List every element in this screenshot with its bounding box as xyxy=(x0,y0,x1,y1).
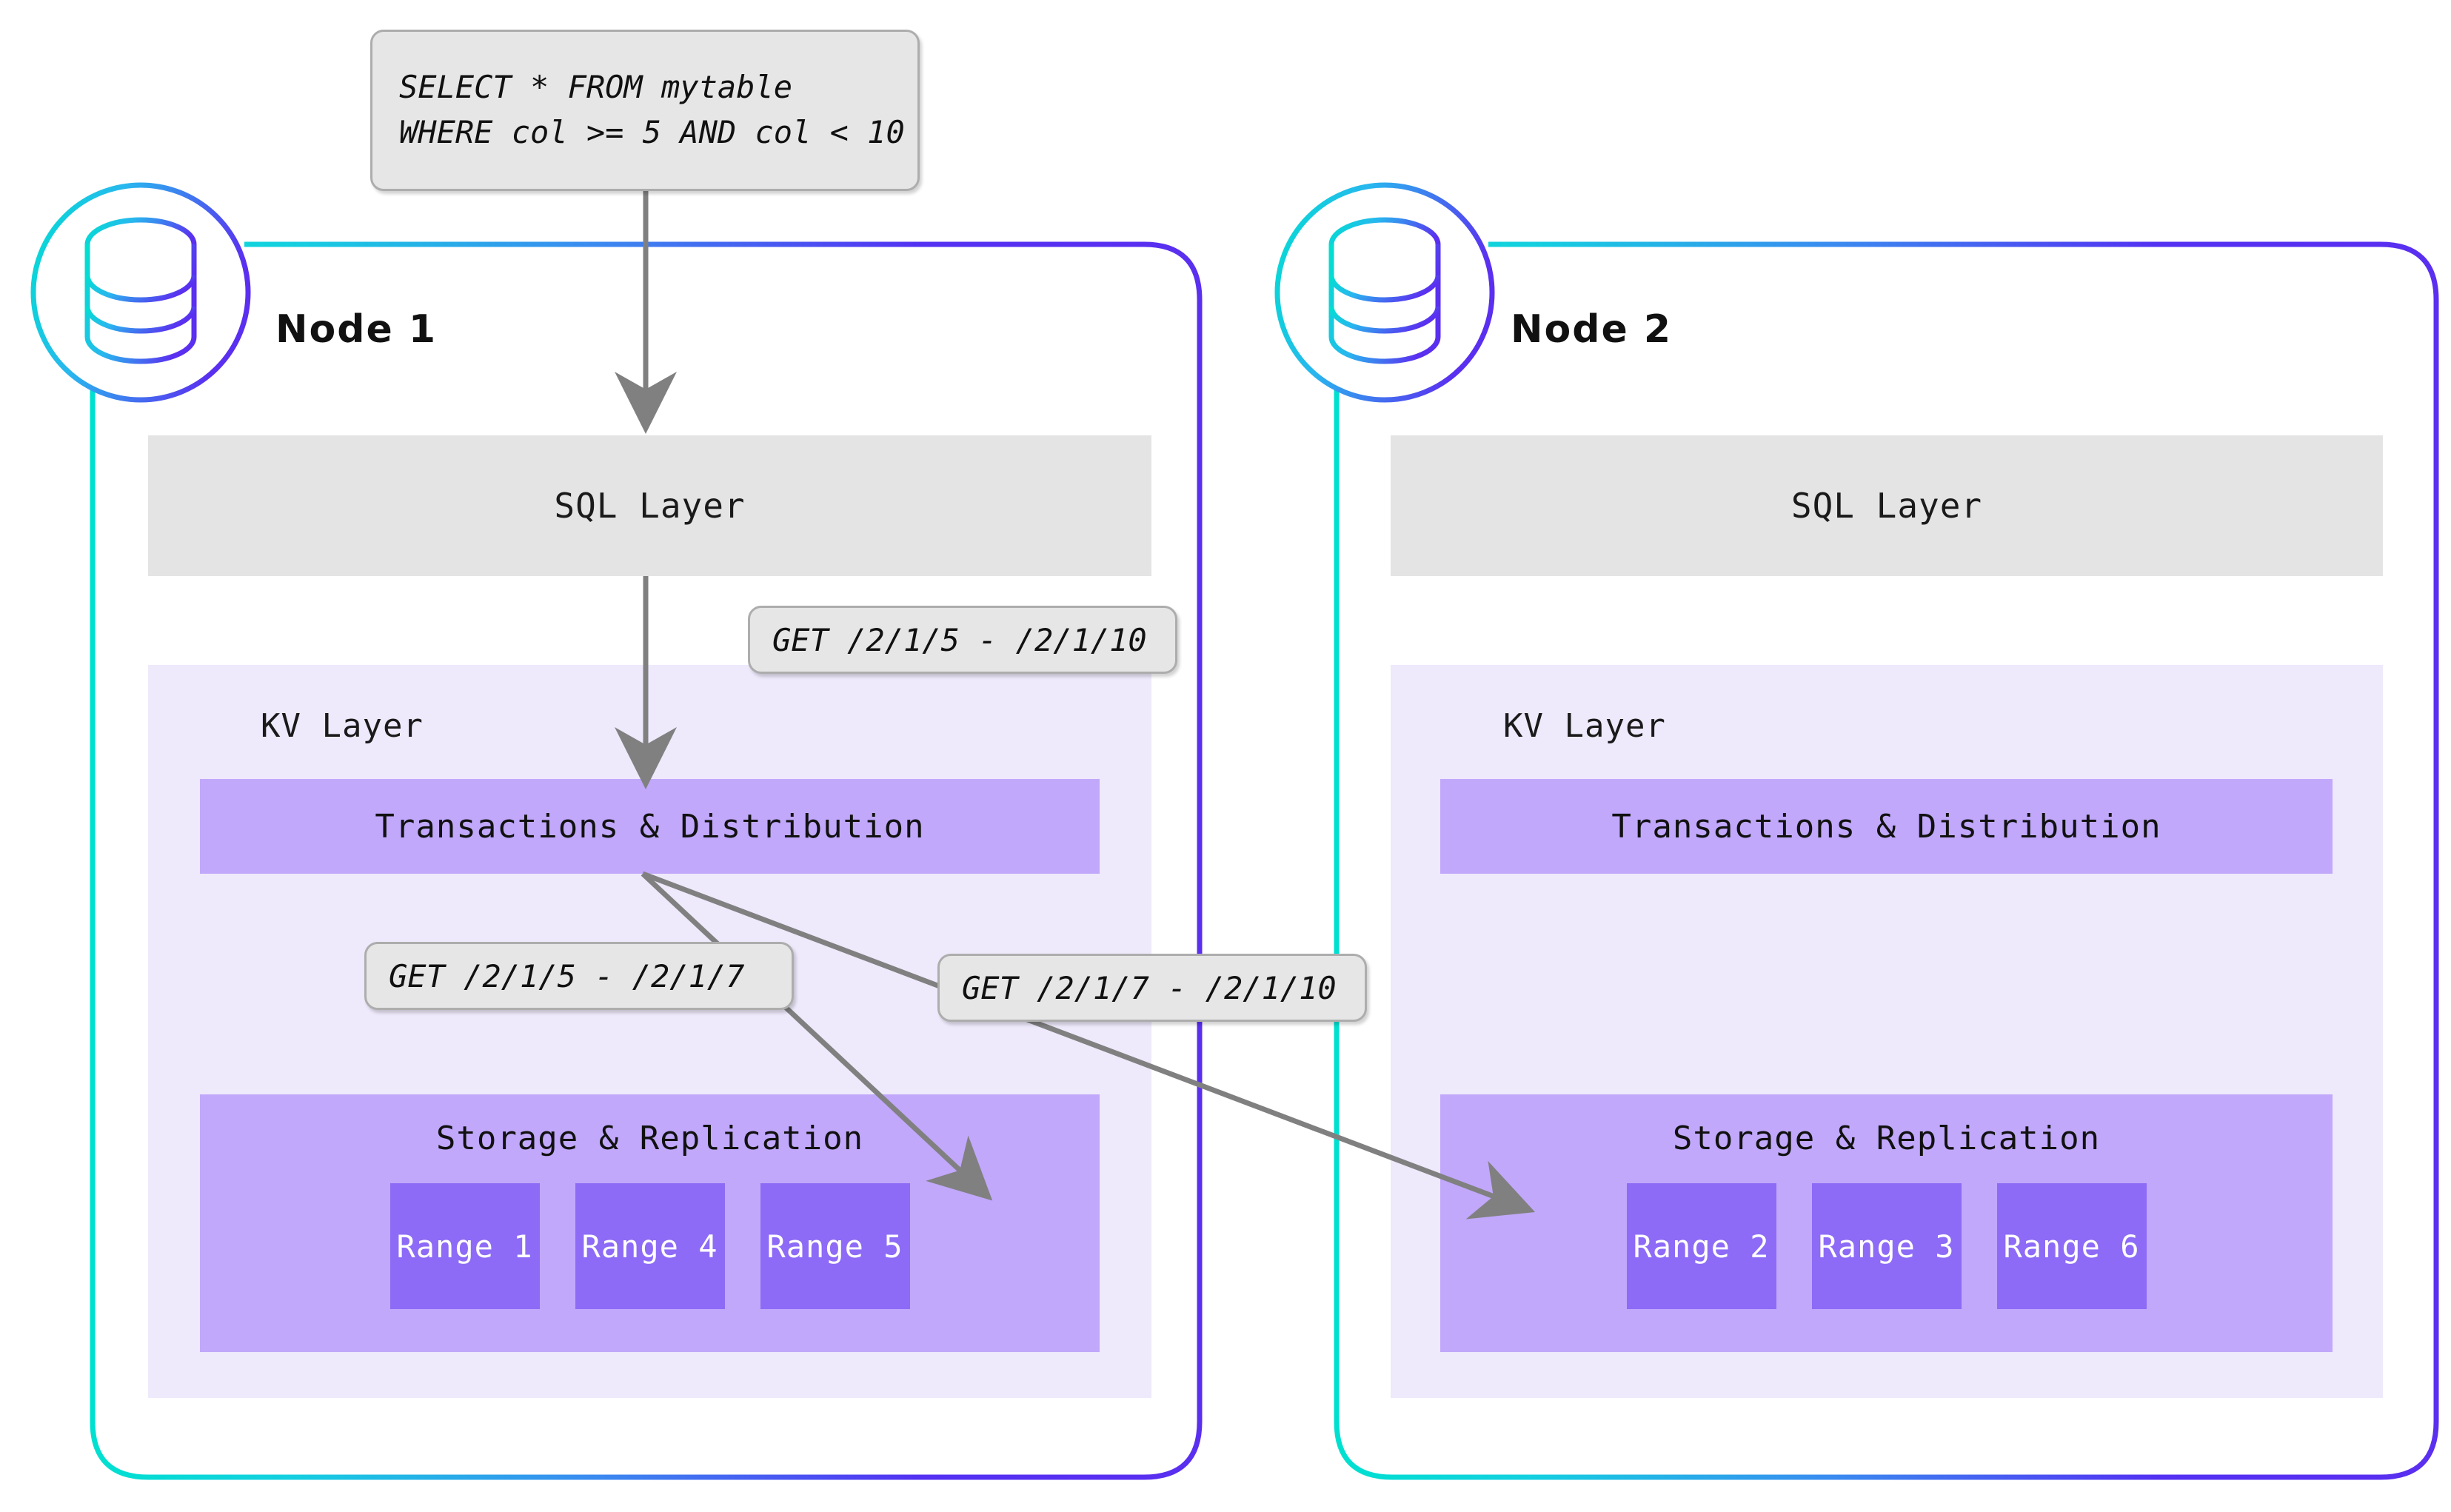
node-1-range-row: Range 1 Range 4 Range 5 xyxy=(200,1183,1100,1309)
node-2-title: Node 2 xyxy=(1511,307,1673,352)
node-2-range-box[interactable]: Range 6 xyxy=(1996,1183,2147,1309)
node-1-sql-layer[interactable]: SQL Layer xyxy=(148,435,1151,576)
node-1-range-box[interactable]: Range 4 xyxy=(575,1183,725,1309)
node-2-transactions-bar[interactable]: Transactions & Distribution xyxy=(1440,779,2333,874)
range5-request-text: GET /2/1/5 - /2/1/7 xyxy=(389,957,745,994)
node-2-kv-layer-label: KV Layer xyxy=(1503,707,1666,745)
node-1-range-box[interactable]: Range 5 xyxy=(760,1183,910,1309)
node-1-title: Node 1 xyxy=(275,307,438,352)
sql-query-callout[interactable]: SELECT * FROM mytable WHERE col >= 5 AND… xyxy=(370,30,920,191)
node-2-range-box[interactable]: Range 3 xyxy=(1811,1183,1962,1309)
node-1-transactions-label: Transactions & Distribution xyxy=(375,807,925,846)
range-label: Range 2 xyxy=(1633,1228,1770,1265)
node-1-database-icon xyxy=(30,182,251,403)
node-2-database-icon xyxy=(1274,182,1495,403)
range-label: Range 1 xyxy=(396,1228,533,1265)
node-2-range-box[interactable]: Range 2 xyxy=(1626,1183,1776,1309)
node-2-storage-label: Storage & Replication xyxy=(1672,1120,2101,1157)
sql-query-line-1: SELECT * FROM mytable xyxy=(399,69,793,106)
range-label: Range 4 xyxy=(581,1228,718,1265)
node-1-sql-layer-label: SQL Layer xyxy=(554,486,746,526)
node-1-storage-label: Storage & Replication xyxy=(435,1120,864,1157)
range5-request-callout[interactable]: GET /2/1/5 - /2/1/7 xyxy=(364,942,794,1010)
node-2-range-row: Range 2 Range 3 Range 6 xyxy=(1440,1183,2333,1309)
node-1-kv-layer-label: KV Layer xyxy=(261,707,424,745)
node-1-range-box[interactable]: Range 1 xyxy=(389,1183,540,1309)
range2-request-text: GET /2/1/7 - /2/1/10 xyxy=(962,969,1337,1006)
node-2-storage-panel[interactable]: Storage & Replication Range 2 Range 3 Ra… xyxy=(1440,1094,2333,1352)
range-label: Range 3 xyxy=(1818,1228,1955,1265)
node-1-storage-panel[interactable]: Storage & Replication Range 1 Range 4 Ra… xyxy=(200,1094,1100,1352)
range-label: Range 5 xyxy=(766,1228,903,1265)
node-2-transactions-label: Transactions & Distribution xyxy=(1611,807,2161,846)
node-1-transactions-bar[interactable]: Transactions & Distribution xyxy=(200,779,1100,874)
range-label: Range 6 xyxy=(2003,1228,2140,1265)
sql-query-line-2: WHERE col >= 5 AND col < 10 xyxy=(399,114,905,150)
node-2-sql-layer[interactable]: SQL Layer xyxy=(1391,435,2383,576)
node-2-sql-layer-label: SQL Layer xyxy=(1790,486,1983,526)
kv-request-callout[interactable]: GET /2/1/5 - /2/1/10 xyxy=(748,606,1177,674)
kv-request-text: GET /2/1/5 - /2/1/10 xyxy=(772,621,1147,658)
range2-request-callout[interactable]: GET /2/1/7 - /2/1/10 xyxy=(937,954,1367,1022)
